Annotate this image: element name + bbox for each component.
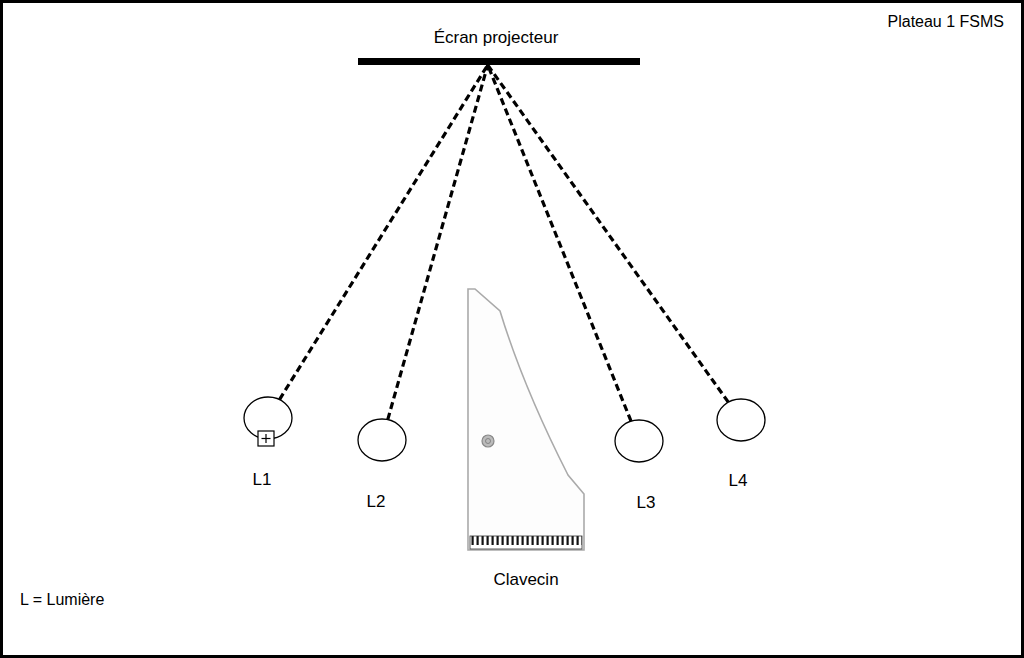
light-fixture: L4 <box>709 397 773 443</box>
light-circle <box>607 418 671 464</box>
light-circle <box>236 395 300 451</box>
plan-title: Plateau 1 FSMS <box>888 12 1005 32</box>
key-note: L = Lumière <box>20 590 104 610</box>
node-label: L1 <box>253 470 272 490</box>
node-label: L3 <box>637 493 656 513</box>
node-label: Clavecin <box>460 570 592 590</box>
light-circle <box>350 417 414 463</box>
light-fixture: L2 <box>350 417 414 463</box>
light-circle <box>709 397 773 443</box>
projector-screen: Écran projecteur <box>358 28 640 65</box>
node-label: Écran projecteur <box>352 28 640 48</box>
light-beam <box>279 65 487 400</box>
screen-bar <box>358 58 640 65</box>
node-label: L2 <box>367 492 386 512</box>
harpsichord: Clavecin <box>460 284 592 590</box>
harpsichord-drawing <box>460 284 592 556</box>
node-label: L4 <box>729 471 748 491</box>
light-beam <box>488 65 729 402</box>
light-fixture: L1 <box>236 395 300 451</box>
light-fixture: L3 <box>607 418 671 464</box>
